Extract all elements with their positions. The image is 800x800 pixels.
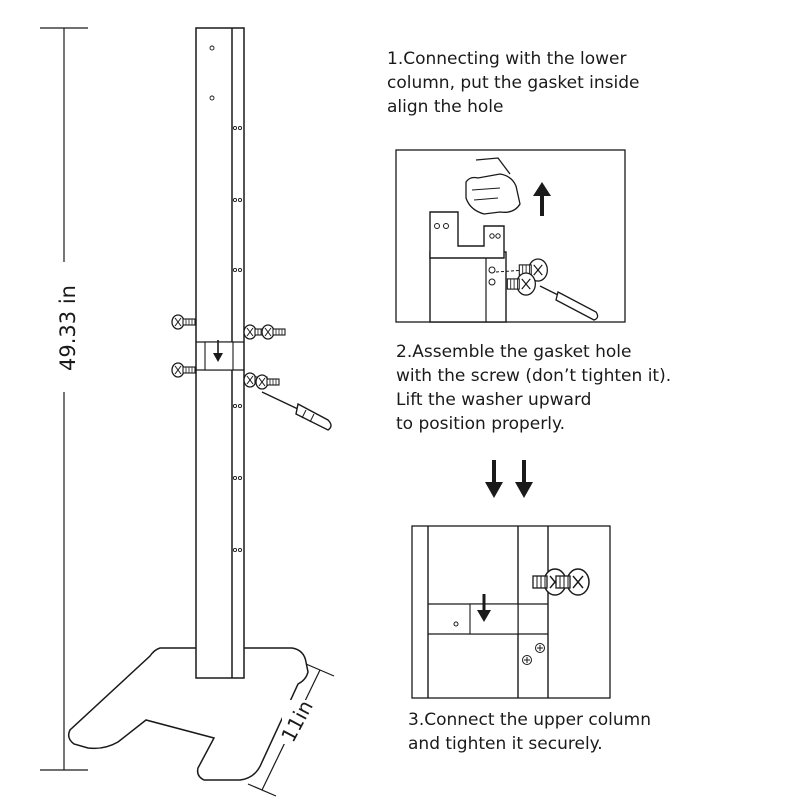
arrow-up-icon: [533, 182, 551, 216]
step1-line: 1.Connecting with the lower: [387, 49, 627, 69]
column-holes: [209, 45, 243, 553]
base-plate: [67, 647, 309, 781]
double-arrow-down-icon: [485, 460, 533, 498]
step2-instructions: 2.Assemble the gasket hole with the scre…: [396, 340, 671, 436]
base-plate-notch: [145, 719, 215, 739]
step1-instructions: 1.Connecting with the lower column, put …: [387, 47, 640, 119]
step3-detail-box: [411, 525, 611, 699]
height-dimension-line: [40, 27, 88, 771]
arrow-down-icon: [477, 594, 491, 622]
height-dimension-label: 49.33 in: [56, 285, 80, 371]
step2-line: 2.Assemble the gasket hole: [396, 342, 632, 362]
screwdriver-icon: [539, 285, 599, 321]
screwdriver-icon: [261, 391, 332, 431]
step2-line: to position properly.: [396, 414, 566, 434]
step1-line: column, put the gasket inside: [387, 73, 640, 93]
step3-line: 3.Connect the upper column: [408, 710, 652, 730]
step3-line: and tighten it securely.: [408, 734, 603, 754]
arrow-down-icon: [213, 340, 223, 362]
step1-line: align the hole: [387, 97, 504, 117]
step3-instructions: 3.Connect the upper column and tighten i…: [408, 708, 651, 756]
step2-line: with the screw (don’t tighten it).: [396, 366, 672, 386]
step1-detail-box: [395, 149, 626, 323]
step2-line: Lift the washer upward: [396, 390, 592, 410]
